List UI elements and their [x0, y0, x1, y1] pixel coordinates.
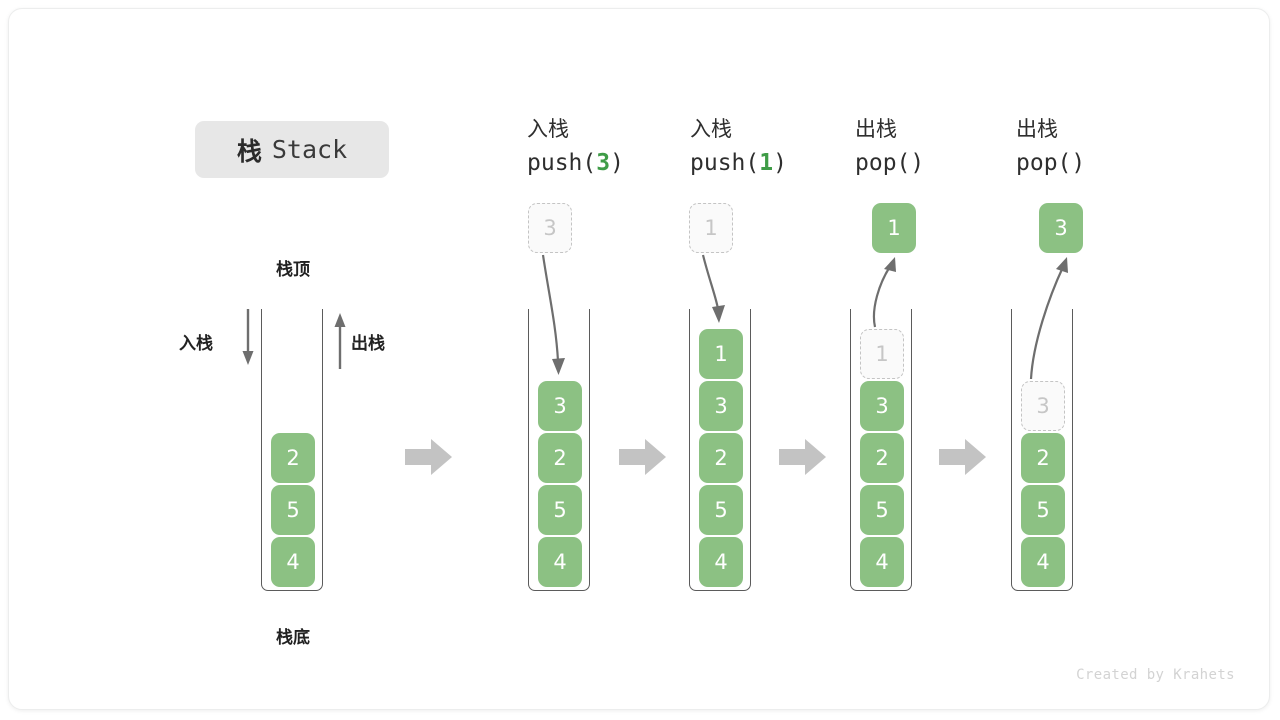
stack-cell-value: 4 [286, 550, 300, 574]
stack-cell-value: 3 [714, 394, 728, 418]
stack-cell-4-1: 3 [1021, 381, 1065, 431]
stack-cell-2-2: 2 [699, 433, 743, 483]
stack-container-initial: 2 5 4 [261, 309, 323, 591]
stack-cell-value: 2 [714, 446, 728, 470]
stage-op-3: 出栈 [855, 118, 897, 141]
stage-call-suffix-2: ) [773, 149, 787, 176]
transition-arrow-icon [405, 439, 452, 475]
stack-cell-value: 1 [714, 342, 728, 366]
title-cn: 栈 [236, 137, 263, 166]
float-cell-value-4: 3 [1054, 216, 1068, 240]
push-motion-arrow-2 [701, 254, 725, 323]
stage-call-suffix-4: ) [1071, 149, 1086, 176]
stack-cell-value: 4 [1036, 550, 1050, 574]
watermark: Created by Krahets [1076, 667, 1235, 683]
stack-cell-value: 2 [1036, 446, 1050, 470]
stage-call-prefix-1: push( [527, 149, 597, 176]
stage-call-prefix-3: pop( [855, 149, 911, 176]
stack-cell-value: 2 [875, 446, 889, 470]
stage-header-4: 出栈 pop() [1016, 115, 1186, 179]
stage-op-1: 入栈 [527, 118, 569, 141]
stack-cell-initial-0: 2 [271, 433, 315, 483]
stack-container-1: 3 2 5 4 [528, 309, 590, 591]
transition-arrow-icon [779, 439, 826, 475]
stack-cell-value: 5 [286, 498, 300, 522]
stage-call-prefix-2: push( [690, 149, 760, 176]
stage-call-4: pop() [1016, 147, 1186, 180]
stack-container-2: 1 3 2 5 4 [689, 309, 751, 591]
pop-side-label: 出栈 [351, 334, 385, 353]
diagram-title: 栈 Stack [195, 121, 389, 178]
stack-cell-2-4: 4 [699, 537, 743, 587]
stage-op-4: 出栈 [1016, 118, 1058, 141]
stage-op-2: 入栈 [690, 118, 732, 141]
stage-call-1: push(3) [527, 147, 697, 180]
stack-cell-2-1: 3 [699, 381, 743, 431]
stack-cell-initial-1: 5 [271, 485, 315, 535]
stack-cell-value: 2 [553, 446, 567, 470]
stack-bottom-label: 栈底 [276, 628, 310, 647]
float-cell-2: 1 [689, 203, 733, 253]
float-cell-value-3: 1 [887, 216, 901, 240]
stack-cell-value: 4 [875, 550, 889, 574]
stack-cell-3-2: 2 [860, 433, 904, 483]
stack-cell-value: 5 [714, 498, 728, 522]
stack-cell-3-0: 1 [860, 329, 904, 379]
float-cell-3: 1 [872, 203, 916, 253]
stack-cell-3-4: 4 [860, 537, 904, 587]
stack-container-4: 3 2 5 4 [1011, 309, 1073, 591]
float-cell-4: 3 [1039, 203, 1083, 253]
stage-call-prefix-4: pop( [1016, 149, 1072, 176]
stage-call-2: push(1) [690, 147, 860, 180]
stack-cell-value: 4 [553, 550, 567, 574]
stack-cell-value: 5 [553, 498, 567, 522]
push-side-label: 入栈 [179, 334, 213, 353]
float-cell-value-2: 1 [704, 216, 718, 240]
stack-cell-value: 4 [714, 550, 728, 574]
stack-cell-value: 3 [875, 394, 889, 418]
transition-arrow-icon [939, 439, 986, 475]
stage-header-2: 入栈 push(1) [690, 115, 860, 179]
stack-container-3: 1 3 2 5 4 [850, 309, 912, 591]
stack-cell-value: 1 [875, 342, 889, 366]
stage-call-arg-1: 3 [596, 149, 611, 176]
stage-call-suffix-1: ) [610, 149, 624, 176]
transition-arrow-icon [619, 439, 666, 475]
stack-top-label: 栈顶 [276, 260, 310, 279]
push-motion-arrow-1 [541, 254, 565, 375]
stage-call-suffix-3: ) [910, 149, 925, 176]
stack-cell-3-1: 3 [860, 381, 904, 431]
stage-header-1: 入栈 push(3) [527, 115, 697, 179]
stack-cell-value: 5 [875, 498, 889, 522]
stage-call-3: pop() [855, 147, 1025, 180]
stack-cell-initial-2: 4 [271, 537, 315, 587]
stack-cell-4-4: 4 [1021, 537, 1065, 587]
stack-cell-value: 2 [286, 446, 300, 470]
stack-cell-value: 5 [1036, 498, 1050, 522]
stack-cell-2-3: 5 [699, 485, 743, 535]
stack-cell-1-1: 2 [538, 433, 582, 483]
stack-cell-3-3: 5 [860, 485, 904, 535]
stack-cell-1-3: 4 [538, 537, 582, 587]
stack-cell-4-2: 2 [1021, 433, 1065, 483]
float-cell-value-1: 3 [543, 216, 557, 240]
pop-motion-arrow-3 [872, 257, 896, 328]
stage-call-arg-2: 1 [759, 149, 774, 176]
stack-cell-value: 3 [1036, 394, 1050, 418]
pop-motion-arrow-4 [1029, 257, 1068, 380]
stack-cell-2-0: 1 [699, 329, 743, 379]
stage-header-3: 出栈 pop() [855, 115, 1025, 179]
push-direction-arrow [242, 309, 254, 365]
stack-cell-value: 3 [553, 394, 567, 418]
pop-direction-arrow [334, 313, 346, 369]
float-cell-1: 3 [528, 203, 572, 253]
stack-cell-4-3: 5 [1021, 485, 1065, 535]
title-en: Stack [271, 135, 348, 164]
stack-cell-1-2: 5 [538, 485, 582, 535]
stack-cell-1-0: 3 [538, 381, 582, 431]
